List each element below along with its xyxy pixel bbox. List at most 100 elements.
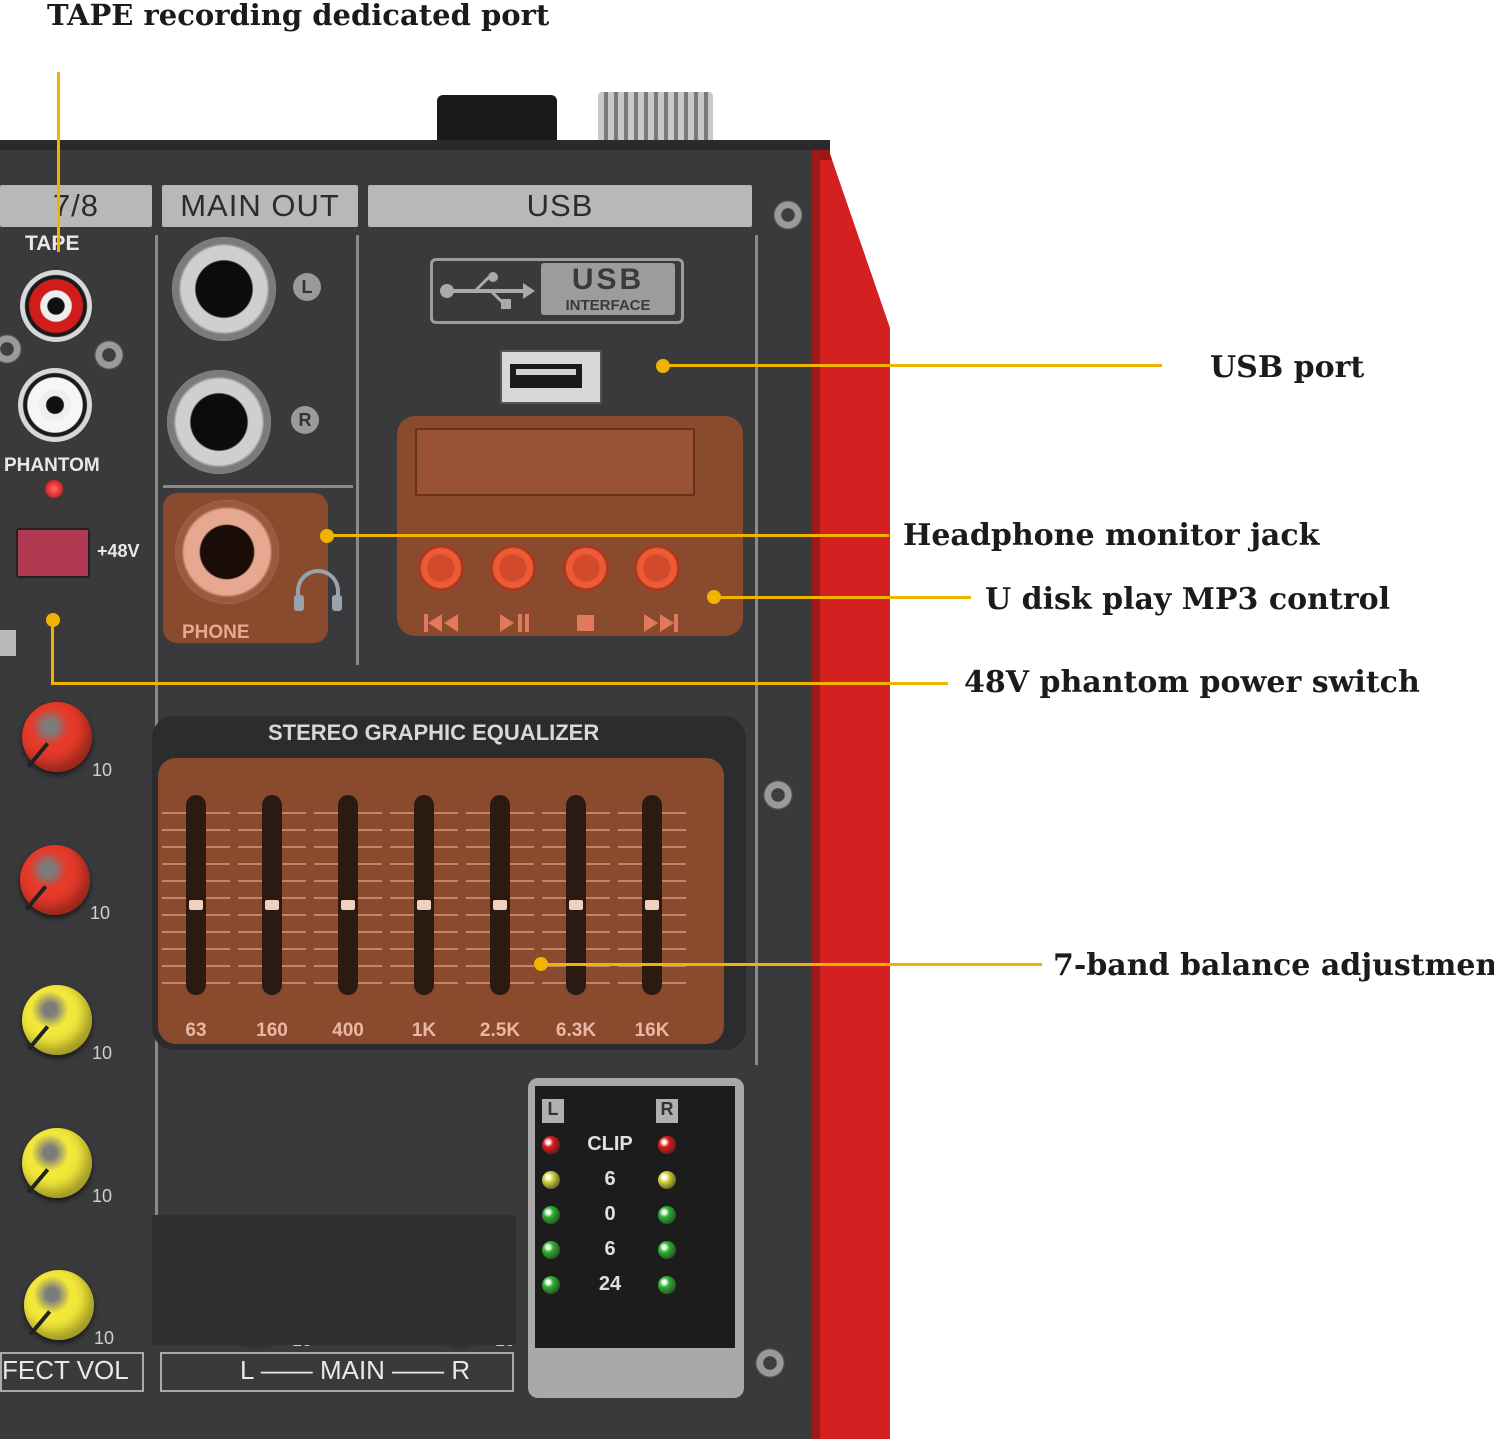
header-main-out: MAIN OUT [162, 185, 358, 227]
phantom-voltage-label: +48V [97, 541, 140, 561]
callout-mp3: U disk play MP3 control [985, 582, 1391, 617]
usb-port-contact [516, 369, 576, 375]
meter-led [658, 1206, 676, 1224]
meter-level-label: 24 [598, 1273, 622, 1295]
main-out-right-jack[interactable] [167, 370, 271, 474]
meter-led [658, 1171, 676, 1189]
screw-icon [94, 340, 124, 370]
eq-fader-slot[interactable] [338, 795, 358, 995]
divider-line [356, 235, 359, 665]
usb-logo-bottom-text: INTERFACE [565, 297, 651, 314]
leader-line [662, 364, 1162, 367]
leader-line [51, 682, 948, 685]
main-out-l-text: L [301, 276, 313, 297]
usb-port-slot [510, 364, 582, 388]
eq-fader-slot[interactable] [566, 795, 586, 995]
eq-fader-cap[interactable] [645, 900, 659, 910]
mp3-display [415, 428, 695, 496]
eq-fader-slot[interactable] [642, 795, 662, 995]
eq-fader-cap[interactable] [417, 900, 431, 910]
meter-level-label: CLIP [587, 1133, 633, 1155]
tape-rca-red-jack[interactable] [20, 270, 92, 342]
mp3-prev-button[interactable] [418, 545, 464, 591]
play-pause-icon [500, 614, 529, 632]
callout-eq: 7-band balance adjustment [1053, 948, 1494, 983]
eq-band-label: 16K [634, 1020, 670, 1041]
leader-line [713, 596, 971, 599]
meter-r-text: R [660, 1099, 674, 1119]
usb-logo-box: USB INTERFACE [541, 263, 675, 315]
screw-icon [755, 1348, 785, 1378]
mixer-side-panel [812, 148, 890, 1439]
meter-led [542, 1241, 560, 1259]
eq-fader-slot[interactable] [490, 795, 510, 995]
phantom-led [45, 480, 63, 498]
eq-band-label: 6.3K [555, 1020, 597, 1041]
leader-line [327, 534, 889, 537]
top-connector-threaded [598, 92, 713, 142]
eq-panel [158, 758, 724, 1044]
level-meter [535, 1086, 735, 1348]
prev-track-icon [424, 614, 458, 632]
eq-title: STEREO GRAPHIC EQUALIZER [268, 720, 600, 745]
main-out-l-badge: L [293, 273, 321, 301]
leader-dot [534, 957, 548, 971]
tape-rca-white-jack[interactable] [18, 368, 92, 442]
eq-fader-cap[interactable] [341, 900, 355, 910]
headphone-jack[interactable] [175, 500, 279, 604]
eq-fader-cap[interactable] [189, 900, 203, 910]
main-out-r-text: R [298, 409, 312, 430]
meter-level-label: 0 [604, 1203, 616, 1225]
phone-label: PHONE [182, 622, 250, 643]
phantom-switch[interactable] [16, 528, 90, 578]
leader-line [540, 963, 1042, 966]
eq-fader-slot[interactable] [414, 795, 434, 995]
effect-vol-frame [0, 1352, 144, 1392]
eq-band-label: 1K [411, 1020, 437, 1041]
mp3-play-pause-button[interactable] [490, 545, 536, 591]
meter-r-badge: R [656, 1099, 678, 1123]
channel-tag [0, 630, 16, 656]
leader-line [57, 72, 60, 252]
leader-dot [320, 529, 334, 543]
screw-icon [763, 780, 793, 810]
eq-fader-slot[interactable] [262, 795, 282, 995]
eq-fader-cap[interactable] [569, 900, 583, 910]
knob-max-label: 10 [94, 1328, 115, 1348]
knob-max-label: 10 [90, 903, 111, 923]
eq-band-label: 160 [256, 1020, 288, 1041]
header-channel-78-label: 7/8 [52, 188, 100, 223]
usb-port[interactable] [500, 350, 602, 404]
eq-fader-cap[interactable] [493, 900, 507, 910]
header-main-out-label: MAIN OUT [180, 188, 340, 223]
main-out-left-jack[interactable] [172, 237, 276, 341]
top-connector-trs [437, 95, 557, 143]
meter-led [658, 1136, 676, 1154]
leader-dot [707, 590, 721, 604]
usb-interface-logo: USB INTERFACE [430, 258, 684, 324]
main-bus-frame [160, 1352, 514, 1392]
eq-band-label: 2.5K [479, 1020, 521, 1041]
callout-headphone: Headphone monitor jack [903, 518, 1320, 553]
meter-led [658, 1241, 676, 1259]
knob-max-label: 10 [92, 1186, 113, 1206]
eq-fader-cap[interactable] [265, 900, 279, 910]
eq-fader-slot[interactable] [186, 795, 206, 995]
meter-level-label: 6 [604, 1168, 616, 1190]
header-usb: USB [368, 185, 752, 227]
meter-led [542, 1136, 560, 1154]
meter-led [542, 1171, 560, 1189]
callout-phantom: 48V phantom power switch [964, 665, 1420, 700]
phantom-label: PHANTOM [4, 455, 100, 476]
next-track-icon [644, 614, 678, 632]
eq-band-label: 400 [332, 1020, 364, 1041]
usb-logo-top-text: USB [571, 263, 645, 296]
mp3-stop-button[interactable] [563, 545, 609, 591]
main-out-r-badge: R [291, 406, 319, 434]
meter-led [658, 1276, 676, 1294]
meter-level-label: 6 [604, 1238, 616, 1260]
leader-line [51, 620, 54, 684]
top-rail [0, 140, 830, 150]
mp3-next-button[interactable] [634, 545, 680, 591]
screw-icon [773, 200, 803, 230]
